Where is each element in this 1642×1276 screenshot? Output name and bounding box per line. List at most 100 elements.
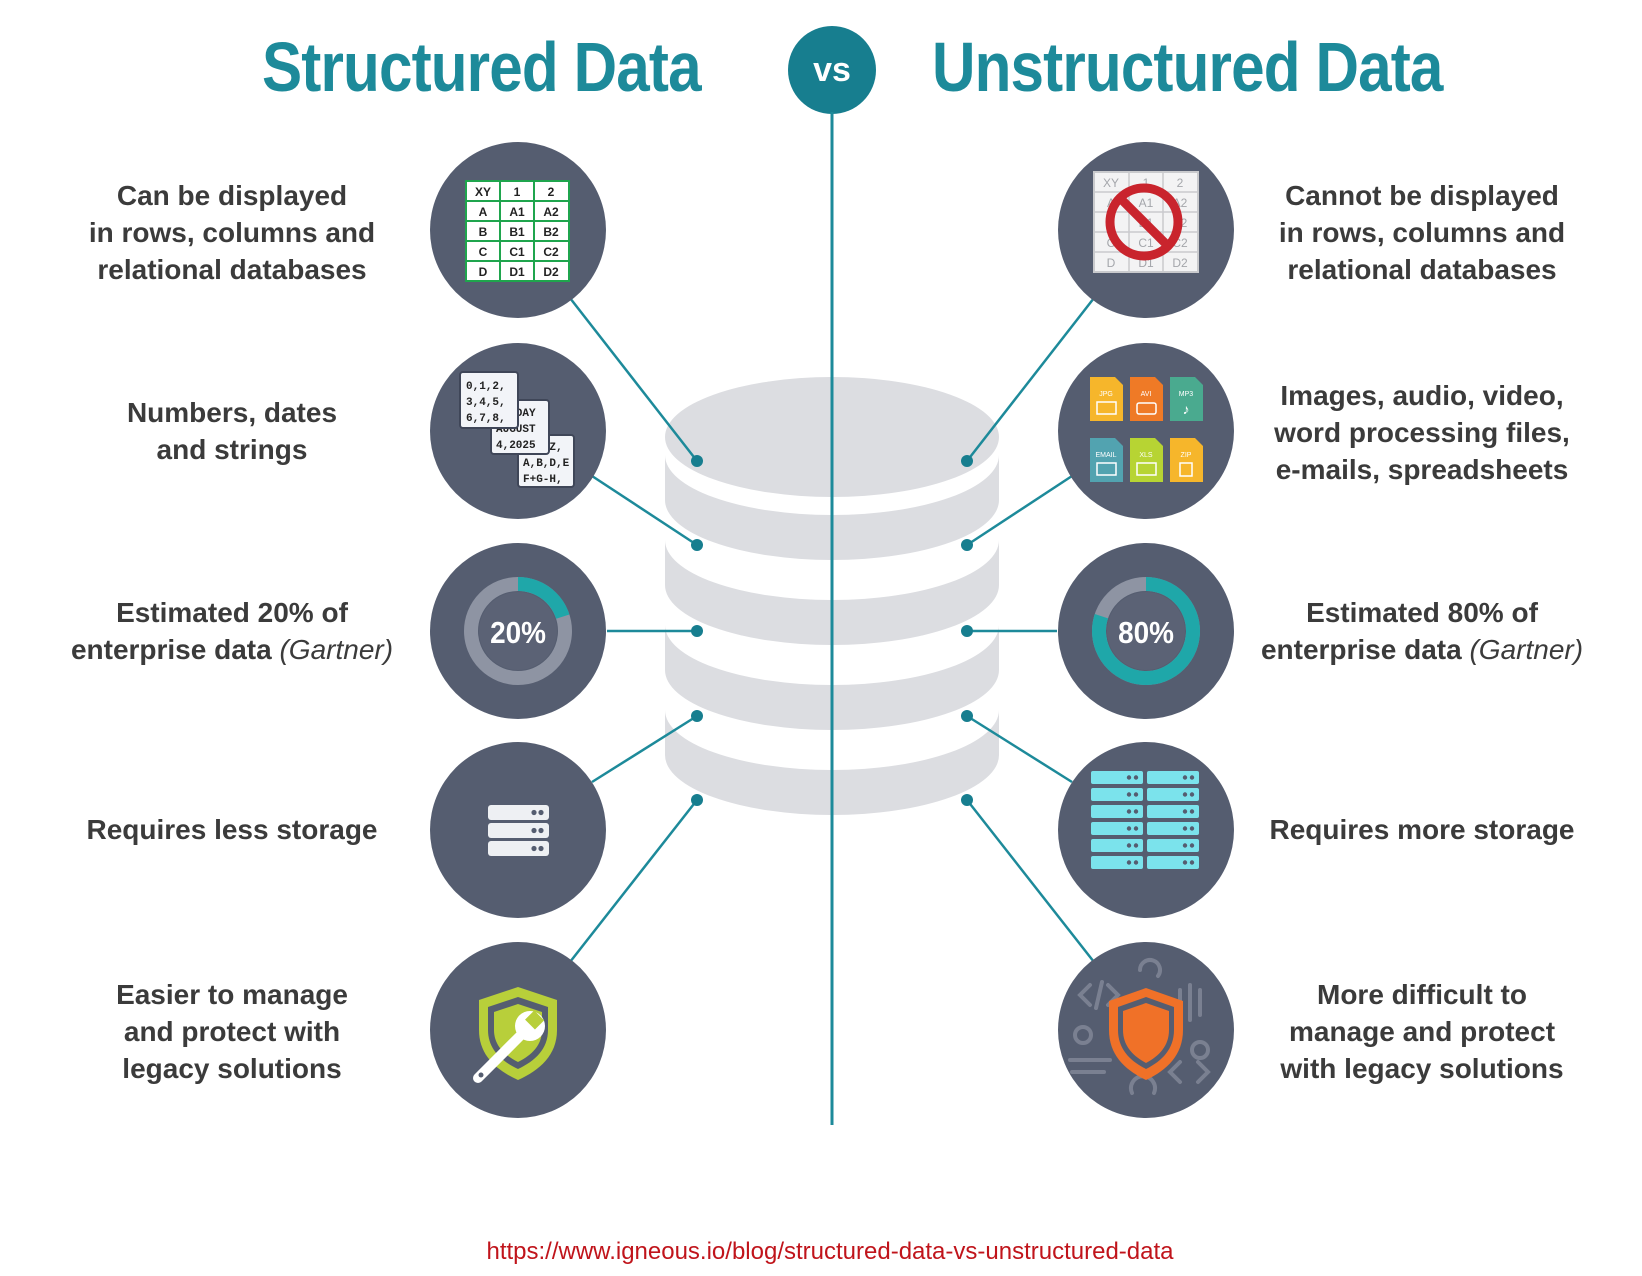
unstructured-rows-circle: XY 1 2 A A1 A2 B B1 B2 C C1 C2 D D1 D2 <box>1058 142 1234 318</box>
server-led <box>1182 826 1188 831</box>
svg-text:ZIP: ZIP <box>1181 452 1192 459</box>
svg-text:C1: C1 <box>509 245 525 259</box>
avi-file-icon: AVI <box>1130 377 1163 421</box>
database-layer-1 <box>665 455 999 560</box>
data-values-icon: X,Y,Z, A,B,D,E F+G-H, MONDAY AUGUST 4,20… <box>459 371 575 488</box>
svg-text:♪: ♪ <box>1183 401 1190 417</box>
svg-text:XLS: XLS <box>1139 452 1153 459</box>
xls-file-icon: XLS <box>1130 438 1163 482</box>
no-table-icon: XY 1 2 A A1 A2 B B1 B2 C C1 C2 D D1 D2 <box>1093 171 1199 273</box>
server-unit <box>1147 856 1199 869</box>
server-led <box>1126 775 1132 780</box>
server-led <box>1126 843 1132 848</box>
server-led <box>1133 843 1139 848</box>
svg-text:F+G-H,: F+G-H, <box>523 474 563 486</box>
server-led <box>1182 860 1188 865</box>
svg-text:A1: A1 <box>509 205 525 219</box>
server-led <box>1133 809 1139 814</box>
server-led <box>1182 775 1188 780</box>
svg-text:A1: A1 <box>1139 196 1154 210</box>
structured-types-label: Numbers, dates and strings <box>126 397 338 465</box>
svg-text:MP3: MP3 <box>1179 391 1194 398</box>
svg-text:B: B <box>479 225 488 239</box>
svg-text:2: 2 <box>1177 176 1184 190</box>
svg-text:B2: B2 <box>543 225 559 239</box>
svg-text:A: A <box>479 205 488 219</box>
server-led <box>1189 809 1195 814</box>
structured-protect-circle <box>430 942 606 1118</box>
mp3-file-icon: MP3 ♪ <box>1170 377 1203 421</box>
percent-80-label: 80% <box>1118 616 1174 651</box>
svg-text:D: D <box>1107 256 1116 270</box>
unstructured-storage-label: Requires more storage <box>1269 814 1575 845</box>
structured-protect-label: Easier to manage and protect with legacy… <box>116 979 348 1084</box>
database-layer-3 <box>665 625 999 730</box>
svg-text:EMAIL: EMAIL <box>1095 452 1116 459</box>
svg-text:A,B,D,E: A,B,D,E <box>523 458 570 470</box>
server-unit <box>1091 805 1143 818</box>
svg-text:XY: XY <box>475 185 491 199</box>
vs-badge: vs <box>788 26 876 114</box>
zip-file-icon: ZIP <box>1170 438 1203 482</box>
orange-shield-icon <box>1109 988 1183 1080</box>
server-led <box>1133 775 1139 780</box>
source-link[interactable]: https://www.igneous.io/blog/structured-d… <box>486 1238 1174 1265</box>
server-led <box>1133 860 1139 865</box>
server-led <box>1133 826 1139 831</box>
unstructured-types-circle: JPG AVI MP3 ♪ EMAIL XLS <box>1058 343 1234 519</box>
percent-20-label: 20% <box>490 616 546 651</box>
server-led <box>1189 826 1195 831</box>
server-led <box>1189 860 1195 865</box>
jpg-file-icon: JPG <box>1090 377 1123 421</box>
server-unit <box>1147 822 1199 835</box>
svg-text:3,4,5,: 3,4,5, <box>466 397 506 409</box>
server-led <box>1126 809 1132 814</box>
server-unit <box>1091 822 1143 835</box>
server-unit <box>1147 771 1199 784</box>
unstructured-types-label: Images, audio, video, word processing fi… <box>1274 380 1570 485</box>
svg-text:0,1,2,: 0,1,2, <box>466 381 506 393</box>
svg-text:C1: C1 <box>1138 236 1154 250</box>
server-unit <box>1091 856 1143 869</box>
large-server-icon <box>1091 771 1199 869</box>
server-led <box>1126 860 1132 865</box>
connector-dots <box>691 455 973 806</box>
server-unit <box>1091 839 1143 852</box>
shield-wrench-icon <box>473 987 557 1083</box>
unstructured-storage-circle <box>1058 742 1234 918</box>
email-file-icon: EMAIL <box>1090 438 1123 482</box>
table-grid-icon: XY 1 2 A A1 A2 B B1 B2 C C1 C2 D D1 D2 <box>465 180 570 282</box>
donut-20-icon: 20% <box>464 577 572 685</box>
server-led <box>1182 843 1188 848</box>
svg-text:B1: B1 <box>509 225 525 239</box>
server-unit <box>1147 788 1199 801</box>
svg-text:D1: D1 <box>509 265 525 279</box>
prohibited-icon <box>1105 183 1183 261</box>
svg-text:XY: XY <box>1103 176 1119 190</box>
small-server-icon <box>488 805 549 856</box>
structured-percent-label: Estimated 20% of enterprise data (Gartne… <box>70 597 394 665</box>
server-led <box>1126 826 1132 831</box>
database-layer-4 <box>665 710 999 815</box>
unstructured-percent-label: Estimated 80% of enterprise data (Gartne… <box>1260 597 1584 665</box>
svg-text:C: C <box>1107 236 1116 250</box>
unstructured-rows-label: Cannot be displayed in rows, columns and… <box>1278 180 1566 285</box>
svg-text:D: D <box>479 265 488 279</box>
unstructured-percent-circle: 80% <box>1058 543 1234 719</box>
structured-data-title: Structured Data <box>262 28 702 106</box>
database-layer-2 <box>665 540 999 645</box>
svg-text:D2: D2 <box>543 265 559 279</box>
svg-text:2: 2 <box>548 185 555 199</box>
server-led <box>1182 809 1188 814</box>
svg-text:A2: A2 <box>543 205 559 219</box>
structured-types-circle: X,Y,Z, A,B,D,E F+G-H, MONDAY AUGUST 4,20… <box>430 343 606 519</box>
svg-text:1: 1 <box>1143 176 1150 190</box>
svg-text:D2: D2 <box>1172 256 1188 270</box>
server-led <box>1189 775 1195 780</box>
server-led <box>1189 792 1195 797</box>
server-unit <box>1147 805 1199 818</box>
structured-storage-label: Requires less storage <box>86 814 378 845</box>
svg-text:C: C <box>479 245 488 259</box>
connector-lines <box>569 297 1095 963</box>
